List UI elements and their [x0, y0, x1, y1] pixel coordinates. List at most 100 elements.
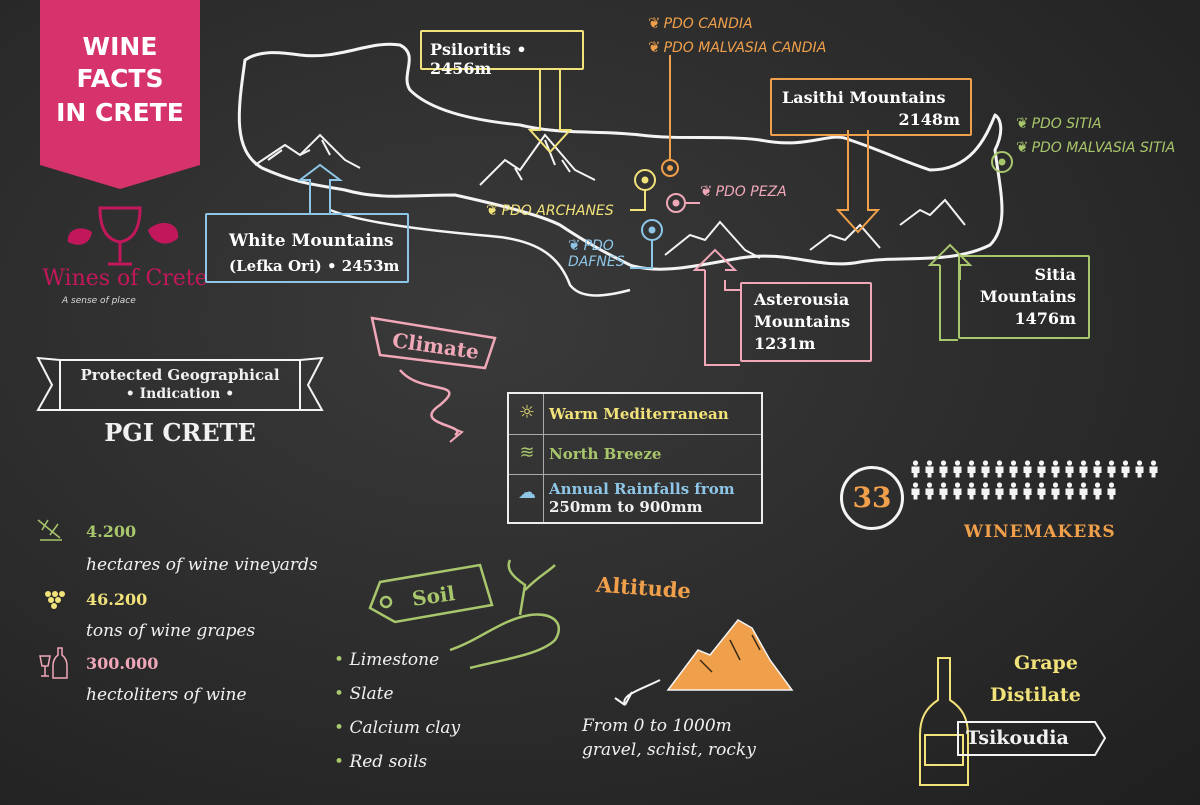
soil-item: • Limestone — [334, 650, 440, 670]
winemakers-figures — [908, 460, 1170, 504]
person-icon — [981, 482, 989, 500]
distillate-line-1: Grape — [1014, 652, 1078, 674]
grape-leaf-icon: ❦ — [648, 14, 661, 32]
logo-name: Wines of Crete — [42, 266, 208, 291]
wines-of-crete-logo: Wines of Crete A sense of place — [40, 200, 210, 310]
person-icon — [1093, 460, 1101, 478]
sitia-mountains-box: Sitia Mountains 1476m — [958, 255, 1090, 339]
person-icon — [1037, 482, 1045, 500]
wind-icon: ≋ — [519, 442, 535, 463]
asterousia-line-1: Asterousia — [754, 290, 850, 309]
stat-grapes-label: tons of wine grapes — [86, 621, 256, 641]
sitia-line-1: Sitia — [1034, 265, 1076, 284]
pgi-name: PGI CRETE — [104, 418, 256, 447]
grape-leaf-icon: ❦ — [700, 182, 713, 200]
climate-warm-text: Warm Mediterranean — [549, 405, 729, 423]
person-icon — [939, 482, 947, 500]
title-line-3: IN CRETE — [56, 98, 184, 127]
winemakers-block: 33 WINEMAKERS — [840, 458, 1170, 548]
person-icon — [1009, 482, 1017, 500]
white-mountains-name: White Mountains — [229, 231, 394, 251]
climate-row-warm: ☼ Warm Mediterranean — [509, 394, 761, 435]
soil-item: • Slate — [334, 684, 394, 704]
distillate-line-2: Distilate — [990, 684, 1081, 706]
title-line-1: WINE — [82, 32, 158, 61]
logo-tagline: A sense of place — [62, 296, 136, 306]
psiloritis-box: Psiloritis • 2456m — [420, 30, 584, 78]
grape-leaf-icon: ❦ — [648, 38, 661, 56]
person-icon — [925, 482, 933, 500]
pdo-malvasia-candia: ❦PDO MALVASIA CANDIA — [648, 38, 826, 56]
pdo-malvasia-candia-label: PDO MALVASIA CANDIA — [663, 40, 827, 56]
soil-item: • Red soils — [334, 752, 428, 772]
person-icon — [1051, 460, 1059, 478]
climate-rain-line-2: 250mm to 900mm — [549, 498, 703, 516]
pdo-dafnes-label-1: PDO — [583, 238, 614, 254]
pdo-archanes: ❦PDO ARCHANES — [486, 201, 614, 219]
person-icon — [1107, 460, 1115, 478]
sun-icon: ☼ — [518, 402, 536, 423]
grape-leaf-icon: ❦ — [486, 201, 499, 219]
pdo-candia: ❦PDO CANDIA — [648, 14, 753, 32]
person-icon — [981, 460, 989, 478]
pdo-peza: ❦PDO PEZA — [700, 182, 787, 200]
grape-leaf-icon: ❦ — [568, 236, 581, 254]
person-icon — [953, 482, 961, 500]
sitia-height: 1476m — [1014, 309, 1076, 328]
psiloritis-label: Psiloritis • 2456m — [430, 40, 527, 78]
person-icon — [911, 460, 919, 478]
pdo-malvasia-sitia: ❦PDO MALVASIA SITIA — [1016, 138, 1175, 156]
climate-rain-line-1: Annual Rainfalls from — [549, 480, 735, 498]
pdo-dafnes: ❦PDO DAFNES — [568, 236, 625, 270]
stat-wine-value: 300.000 — [86, 654, 159, 673]
pdo-archanes-label: PDO ARCHANES — [501, 203, 614, 219]
person-icon — [1135, 460, 1143, 478]
soil-item: • Calcium clay — [334, 718, 461, 738]
climate-box: ☼ Warm Mediterranean ≋ North Breeze ☁ An… — [507, 392, 763, 524]
person-icon — [995, 482, 1003, 500]
person-icon — [995, 460, 1003, 478]
lasithi-mountains-box: Lasithi Mountains 2148m — [770, 78, 972, 136]
asterousia-line-2: Mountains — [754, 312, 851, 331]
person-icon — [1023, 482, 1031, 500]
person-icon — [1121, 460, 1129, 478]
pdo-malvasia-sitia-label: PDO MALVASIA SITIA — [1031, 140, 1176, 156]
title-line-2: FACTS — [76, 64, 164, 93]
asterousia-height: 1231m — [754, 334, 816, 353]
person-icon — [1051, 482, 1059, 500]
person-icon — [967, 460, 975, 478]
person-icon — [911, 482, 919, 500]
white-mountains-sub: (Lefka Ori) • 2453m — [229, 257, 400, 275]
person-icon — [953, 460, 961, 478]
sitia-line-2: Mountains — [979, 287, 1076, 306]
white-mountains-box: White Mountains (Lefka Ori) • 2453m — [205, 213, 409, 283]
climate-row-breeze: ≋ North Breeze — [509, 434, 761, 475]
pgi-line-1: Protected Geographical — [80, 366, 280, 384]
rain-cloud-icon: ☁ — [518, 482, 536, 503]
climate-row-rain: ☁ Annual Rainfalls from 250mm to 900mm — [509, 474, 761, 522]
pdo-sitia: ❦PDO SITIA — [1016, 114, 1102, 132]
altitude-line-1: From 0 to 1000m — [582, 716, 732, 736]
person-icon — [1037, 460, 1045, 478]
person-icon — [1079, 460, 1087, 478]
pdo-candia-label: PDO CANDIA — [663, 16, 753, 32]
person-icon — [1149, 460, 1157, 478]
winemakers-count: 33 — [840, 466, 904, 530]
wine-glass-icon — [67, 206, 179, 266]
person-icon — [1065, 482, 1073, 500]
pgi-line-2: • Indication • — [125, 386, 235, 402]
person-icon — [1093, 482, 1101, 500]
distillate-name: Tsikoudia — [966, 727, 1069, 749]
altitude-line-2: gravel, schist, rocky — [582, 740, 756, 760]
grape-leaf-icon: ❦ — [1016, 114, 1029, 132]
soil-list: • Limestone • Slate • Calcium clay • Red… — [334, 650, 460, 786]
stat-vineyards-label: hectares of wine vineyards — [86, 555, 318, 575]
pdo-sitia-label: PDO SITIA — [1031, 116, 1102, 132]
person-icon — [925, 460, 933, 478]
person-icon — [1107, 482, 1115, 500]
stat-vineyards-value: 4.200 — [86, 522, 137, 541]
person-icon — [1023, 460, 1031, 478]
stat-wine-label: hectoliters of wine — [86, 685, 247, 705]
asterousia-mountains-box: Asterousia Mountains 1231m — [740, 282, 872, 362]
